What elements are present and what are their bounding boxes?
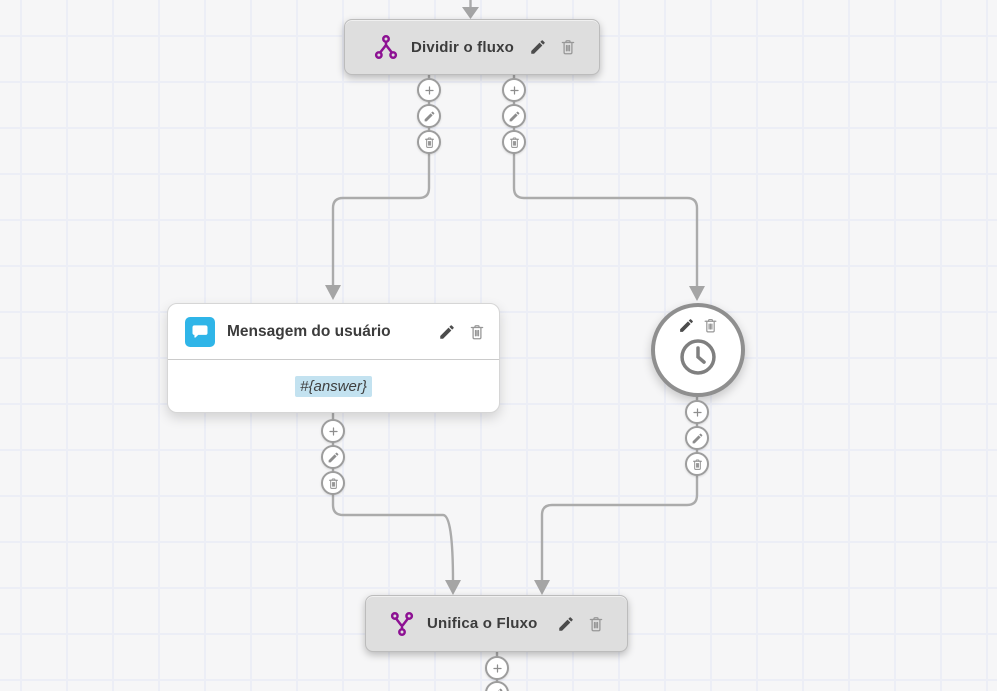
trash-icon[interactable] bbox=[468, 323, 486, 341]
clock-icon bbox=[676, 335, 720, 379]
edit-icon[interactable] bbox=[438, 323, 456, 341]
node-body: #{answer} bbox=[168, 360, 499, 413]
node-header: Mensagem do usuário bbox=[168, 304, 499, 360]
port-add-button[interactable] bbox=[485, 656, 509, 680]
port-delete-button[interactable] bbox=[417, 130, 441, 154]
trash-icon[interactable] bbox=[559, 38, 577, 56]
port-delete-button[interactable] bbox=[321, 471, 345, 495]
trash-icon[interactable] bbox=[702, 317, 719, 334]
node-title: Mensagem do usuário bbox=[227, 322, 391, 340]
port-edit-button[interactable] bbox=[685, 426, 709, 450]
node-timer[interactable] bbox=[651, 303, 745, 397]
port-add-button[interactable] bbox=[321, 419, 345, 443]
node-mensagem-do-usuario[interactable]: Mensagem do usuário #{answer} bbox=[167, 303, 500, 413]
port-edit-button[interactable] bbox=[502, 104, 526, 128]
port-delete-button[interactable] bbox=[685, 452, 709, 476]
node-unifica-o-fluxo[interactable]: Unifica o Fluxo bbox=[365, 595, 628, 652]
port-edit-button[interactable] bbox=[321, 445, 345, 469]
edit-icon[interactable] bbox=[678, 317, 695, 334]
trash-icon[interactable] bbox=[587, 615, 605, 633]
split-flow-icon bbox=[373, 34, 399, 60]
node-title: Dividir o fluxo bbox=[411, 38, 515, 56]
node-title: Unifica o Fluxo bbox=[427, 615, 538, 632]
edit-icon[interactable] bbox=[557, 615, 575, 633]
variable-chip: #{answer} bbox=[295, 376, 372, 397]
node-dividir-o-fluxo[interactable]: Dividir o fluxo bbox=[344, 19, 600, 75]
port-edit-button[interactable] bbox=[417, 104, 441, 128]
chat-bubble-icon bbox=[185, 316, 215, 347]
edit-icon[interactable] bbox=[529, 38, 547, 56]
port-add-button[interactable] bbox=[502, 78, 526, 102]
merge-flow-icon bbox=[389, 611, 415, 637]
port-add-button[interactable] bbox=[417, 78, 441, 102]
node-actions bbox=[678, 317, 719, 334]
port-add-button[interactable] bbox=[685, 400, 709, 424]
port-delete-button[interactable] bbox=[502, 130, 526, 154]
